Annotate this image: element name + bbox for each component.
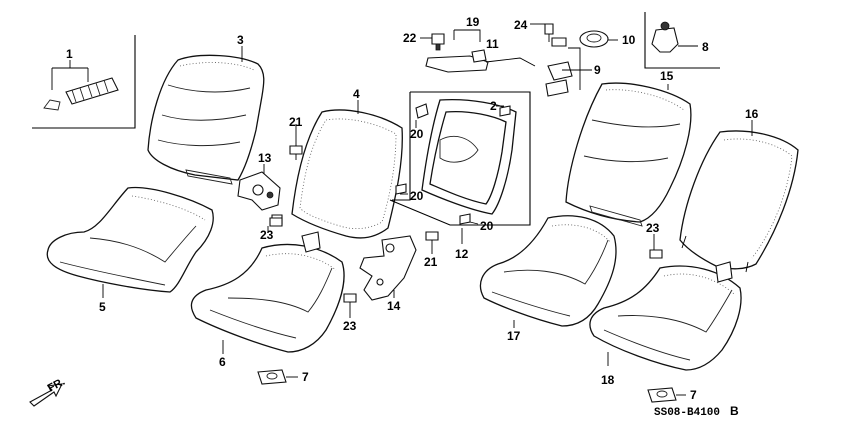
front-direction-arrow [29, 383, 63, 407]
label-22: 22 [403, 31, 417, 45]
part-5-seat-cushion [46, 186, 214, 293]
label-7-left: 7 [302, 370, 309, 384]
label-23-right: 23 [646, 221, 660, 235]
direction-label: FR. [46, 376, 67, 395]
label-7-right: 7 [690, 388, 697, 402]
part-4-seat-back [291, 109, 403, 239]
label-13: 13 [258, 151, 272, 165]
part-23-bolts [269, 217, 663, 303]
label-16: 16 [745, 107, 759, 121]
label-20-top: 20 [410, 127, 424, 141]
label-23-left: 23 [260, 228, 274, 242]
label-20-bottom: 20 [480, 219, 494, 233]
label-18: 18 [601, 373, 615, 387]
label-24: 24 [514, 18, 528, 32]
label-20-middle: 20 [410, 189, 424, 203]
label-11: 11 [486, 37, 499, 51]
label-9: 9 [594, 63, 601, 77]
part-13-hinge [237, 171, 283, 225]
label-4: 4 [353, 87, 360, 101]
label-19: 19 [466, 15, 480, 29]
label-10: 10 [622, 33, 636, 47]
part-17-seat-cushion [479, 215, 617, 327]
label-23-center: 23 [343, 319, 357, 333]
label-17: 17 [507, 329, 521, 343]
part-14-bracket [359, 235, 417, 301]
diagram-code-suffix: B [730, 404, 739, 418]
label-3: 3 [237, 33, 244, 47]
part-3-seat-back [147, 54, 265, 185]
label-2: 2 [490, 99, 497, 113]
diagram-code: SS08-B4100 [654, 407, 720, 419]
part-12-frame [389, 91, 531, 226]
label-8: 8 [702, 40, 709, 54]
part-6-seat-cushion [190, 231, 345, 353]
upper-hardware [425, 12, 720, 97]
part-16-seat-back [679, 130, 799, 273]
label-1: 1 [66, 47, 73, 61]
part-1-inset [32, 35, 136, 129]
label-21-lower: 21 [424, 255, 438, 269]
part-21-bolt-upper [289, 145, 303, 160]
label-21-upper: 21 [289, 115, 303, 129]
part-21-bolt-lower [425, 231, 439, 248]
label-12: 12 [455, 247, 469, 261]
part-15-seat-back [565, 82, 692, 227]
label-15: 15 [660, 69, 674, 83]
label-6: 6 [219, 355, 226, 369]
label-5: 5 [99, 300, 106, 314]
leader-lines [102, 23, 753, 396]
part-18-seat-cushion [589, 261, 742, 371]
label-14: 14 [387, 299, 401, 313]
part-7-clips [257, 369, 677, 403]
